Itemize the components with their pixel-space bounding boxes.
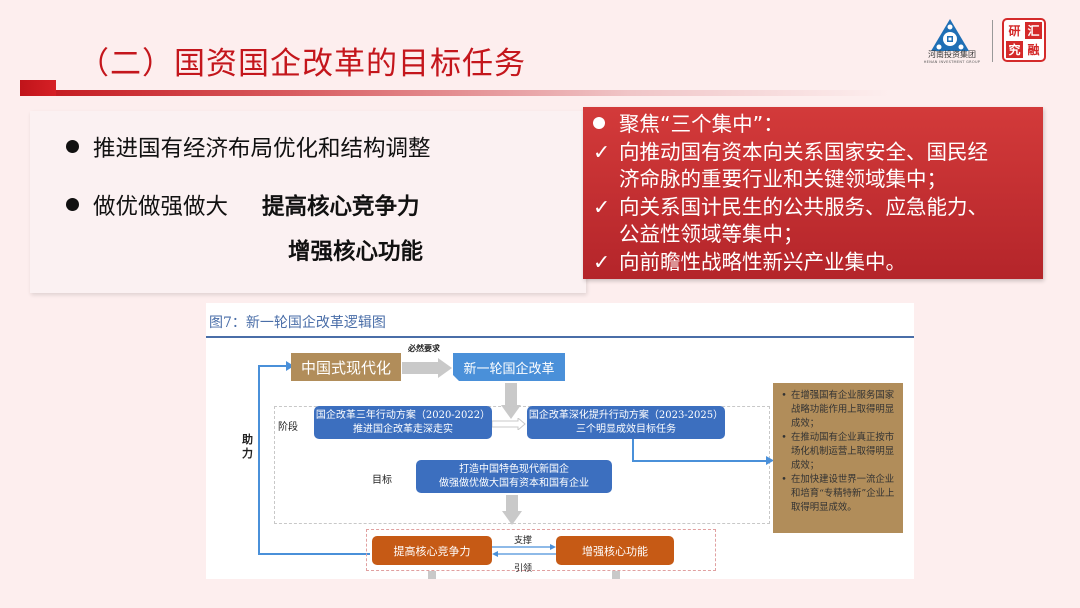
stage-label: 阶段 — [278, 422, 298, 433]
figure-title-rule — [206, 336, 914, 338]
stage2-connector — [632, 439, 634, 461]
goal-item-text: 在推动国有企业真正按市场化机制运营上取得明显成效； — [791, 432, 895, 471]
stage2-box: 国企改革深化提升行动方案（2023-2025） 三个明显成效目标任务 — [527, 406, 725, 439]
check-item: ✓ 向前瞻性战略性新兴产业集中。 — [593, 249, 1043, 277]
stage1-line1: 国企改革三年行动方案（2020-2022） — [315, 409, 491, 421]
core-function-box: 增强核心功能 — [556, 536, 674, 565]
check-item: ✓ 向关系国计民生的公共服务、应急能力、 — [593, 194, 1043, 222]
arrowhead-icon — [766, 456, 774, 465]
bidirectional-arrow-icon — [492, 544, 556, 557]
stage2-connector — [632, 460, 768, 462]
slide-title: （二）国资国企改革的目标任务 — [78, 46, 526, 82]
check-item-continuation: 公益性领域等集中； — [619, 222, 804, 246]
panel-heading: 聚焦“三个集中”： — [593, 111, 1043, 139]
checkmark-icon: ✓ — [593, 249, 611, 274]
bullet-text: 推进国有经济布局优化和结构调整 — [93, 136, 431, 162]
three-goals-box: •在增强国有企业服务国家战略功能作用上取得明显成效； •在推动国有企业真正按市场… — [773, 383, 903, 533]
goal-item: •在加快建设世界一流企业和培育“专精特新”企业上取得明显成效。 — [777, 473, 897, 515]
bullet-dot-icon — [66, 198, 79, 211]
goal-item: •在增强国有企业服务国家战略功能作用上取得明显成效； — [777, 389, 897, 431]
bullet-dot-icon — [593, 117, 605, 129]
feedback-line — [258, 553, 370, 555]
title-underline-block — [20, 80, 56, 96]
feedback-line — [258, 365, 288, 367]
competitiveness-box: 提高核心竞争力 — [372, 536, 492, 565]
logo-area: 河南投资集团 HENAN INVESTMENT GROUP 研 汇 究 融 — [920, 16, 1070, 66]
stage1-box: 国企改革三年行动方案（2020-2022） 推进国企改革走深走实 — [314, 406, 492, 439]
stage-goal-dashed-frame — [274, 406, 770, 524]
gray-arrow-right-icon — [402, 358, 452, 378]
checkmark-icon: ✓ — [593, 194, 611, 219]
stage1-line2: 推进国企改革走深走实 — [353, 423, 453, 435]
goal-label: 目标 — [372, 475, 392, 486]
seal-char: 汇 — [1025, 22, 1042, 39]
henan-investment-logo-icon — [931, 19, 969, 51]
outline-arrow-right-icon — [492, 418, 526, 430]
bullet-dot-icon — [66, 140, 79, 153]
goal-line1: 打造中国特色现代新国企 — [459, 463, 569, 475]
check-item-text: 向前瞻性战略性新兴产业集中。 — [619, 249, 906, 274]
feedback-line — [258, 365, 260, 555]
check-item-text: 向推动国有资本向关系国家安全、国民经 — [619, 139, 988, 164]
core-dashed-frame — [366, 529, 716, 571]
title-underline — [20, 80, 900, 96]
left-bullet-panel: 推进国有经济布局优化和结构调整 做优做强做大 提高核心竞争力 增强核心功能 — [30, 111, 586, 293]
stage2-line2: 三个明显成效目标任务 — [576, 423, 676, 435]
gray-arrow-down-icon — [501, 383, 521, 419]
bullet-item: 推进国有经济布局优化和结构调整 — [66, 131, 431, 163]
seal-char: 究 — [1006, 41, 1023, 58]
check-item: ✓ 向推动国有资本向关系国家安全、国民经 — [593, 139, 1043, 167]
bullet-text: 做优做强做大 — [93, 194, 229, 220]
connector-stub — [428, 571, 436, 579]
bullet-bold-text: 增强核心功能 — [288, 239, 424, 265]
goal-box: 打造中国特色现代新国企 做强做优做大国有资本和国有企业 — [416, 460, 612, 493]
title-underline-gradient — [30, 90, 890, 96]
support-label: 支撑 — [514, 536, 533, 546]
reform-logic-diagram: 图7：新一轮国企改革逻辑图 助力 中国式现代化 必然要求 新一轮国企改革 阶段 … — [206, 303, 914, 579]
research-seal-logo: 研 汇 究 融 — [1002, 18, 1046, 62]
check-item-continuation: 济命脉的重要行业和关键领域集中； — [619, 167, 947, 191]
seal-char: 研 — [1008, 24, 1021, 38]
logo-group-name: 河南投资集团 — [928, 50, 976, 59]
new-reform-box: 新一轮国企改革 — [453, 353, 565, 381]
assist-label: 助力 — [242, 433, 253, 460]
bullet-bold-text: 提高核心竞争力 — [262, 194, 420, 220]
goal-item-text: 在加快建设世界一流企业和培育“专精特新”企业上取得明显成效。 — [791, 474, 895, 513]
chinese-modernization-box: 中国式现代化 — [291, 353, 401, 381]
inevitable-requirement-label: 必然要求 — [408, 343, 440, 353]
connector-stub — [612, 571, 620, 579]
logo-divider — [992, 20, 993, 62]
figure-title: 图7：新一轮国企改革逻辑图 — [209, 315, 386, 331]
goal-item: •在推动国有企业真正按市场化机制运营上取得明显成效； — [777, 431, 897, 473]
goal-line2: 做强做优做大国有资本和国有企业 — [439, 477, 589, 489]
lead-label: 引领 — [514, 564, 533, 574]
panel-heading-text: 聚焦“三个集中”： — [619, 112, 784, 136]
seal-char: 融 — [1027, 43, 1040, 57]
checkmark-icon: ✓ — [593, 139, 611, 164]
goal-item-text: 在增强国有企业服务国家战略功能作用上取得明显成效； — [791, 390, 895, 429]
bullet-item: 做优做强做大 提高核心竞争力 — [66, 189, 420, 221]
logo-group-subtitle: HENAN INVESTMENT GROUP — [923, 60, 981, 64]
stage2-line1: 国企改革深化提升行动方案（2023-2025） — [528, 409, 724, 421]
three-concentrations-panel: 聚焦“三个集中”： ✓ 向推动国有资本向关系国家安全、国民经 济命脉的重要行业和关… — [583, 107, 1043, 279]
check-item-text: 向关系国计民生的公共服务、应急能力、 — [619, 194, 988, 219]
gray-arrow-down-icon — [502, 495, 522, 525]
arrowhead-icon — [286, 361, 294, 371]
